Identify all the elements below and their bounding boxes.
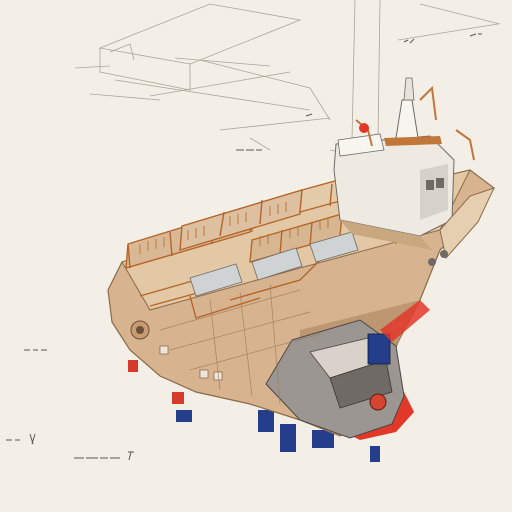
cargo-ship [107,77,495,462]
mast [355,77,475,161]
cargo-hatches [189,231,359,297]
stern-details [128,320,223,404]
superstructure [333,133,455,250]
hull-red-accent [380,300,430,342]
sketch-plane-side [99,48,191,91]
sketch-annotations [6,33,482,461]
railing-ticks [139,202,329,254]
hull-frames [159,283,321,405]
sketch-plane-top [98,3,302,65]
bow-red-light [369,393,387,411]
bow-blue-unit [367,333,391,365]
keel-supports [176,410,380,462]
construction-sketch [74,0,501,153]
